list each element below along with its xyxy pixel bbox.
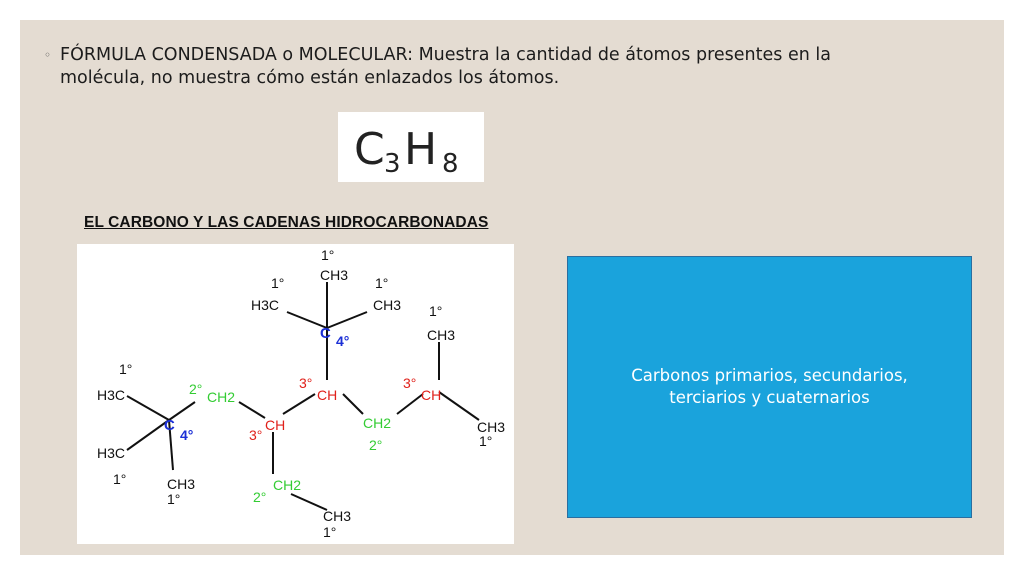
bullet-text: FÓRMULA CONDENSADA o MOLECULAR: Muestra … [60,45,831,88]
label-primary-bottom: 1° [323,524,336,540]
quaternary-carbon-top: C [320,325,331,342]
label-quaternary-left: 4° [180,427,193,443]
group-ch2-a: CH2 [207,389,235,405]
formula-hydrogen: H [404,124,437,175]
callout-box: Carbonos primarios, secundarios, terciar… [567,256,972,518]
group-h3c-left-top: H3C [97,387,125,403]
group-ch-c: CH [317,387,337,403]
formula-hydrogen-subscript: 8 [442,149,459,179]
group-h3c-left-bottom: H3C [97,445,125,461]
bond-lines [126,282,480,511]
label-primary-top: 1° [321,247,334,263]
group-ch2-f: CH2 [273,477,301,493]
bullet-marker: ◦ [44,48,52,62]
formula-carbon-subscript: 3 [384,149,401,179]
label-secondary-a: 2° [189,381,202,397]
label-primary-right-end: 1° [479,433,492,449]
group-ch3-left-bottom: CH3 [167,476,195,492]
callout-text: Carbonos primarios, secundarios, terciar… [631,366,908,407]
group-ch2-d: CH2 [363,415,391,431]
group-ch-e: CH [421,387,441,403]
group-ch-b: CH [265,417,285,433]
label-primary-upright: 1° [375,275,388,291]
group-ch3-right-end: CH3 [477,419,505,435]
group-ch3-top: CH3 [320,267,348,283]
label-primary-left-top: 1° [119,361,132,377]
section-heading: EL CARBONO Y LAS CADENAS HIDROCARBONADAS [84,214,489,231]
label-tertiary-b: 3° [249,427,262,443]
label-tertiary-c: 3° [299,375,312,391]
quaternary-carbon-left: C [164,417,175,434]
group-ch3-upright: CH3 [373,297,401,313]
label-primary-left-bottom-2: 1° [167,491,180,507]
label-primary-right-top: 1° [429,303,442,319]
group-ch3-right-top: CH3 [427,327,455,343]
molecular-formula-image: C 3 H 8 [338,112,484,182]
label-tertiary-e: 3° [403,375,416,391]
label-primary-left-bottom: 1° [113,471,126,487]
label-secondary-f: 2° [253,489,266,505]
hydrocarbon-structure-diagram: C 4° C 4° 1° CH3 1° H3C 1° CH3 1° CH3 1°… [77,244,514,544]
label-quaternary-top: 4° [336,333,349,349]
label-primary-upleft: 1° [271,275,284,291]
label-secondary-d: 2° [369,437,382,453]
formula-carbon: C [354,124,385,175]
group-ch3-bottom: CH3 [323,508,351,524]
group-h3c-upleft: H3C [251,297,279,313]
